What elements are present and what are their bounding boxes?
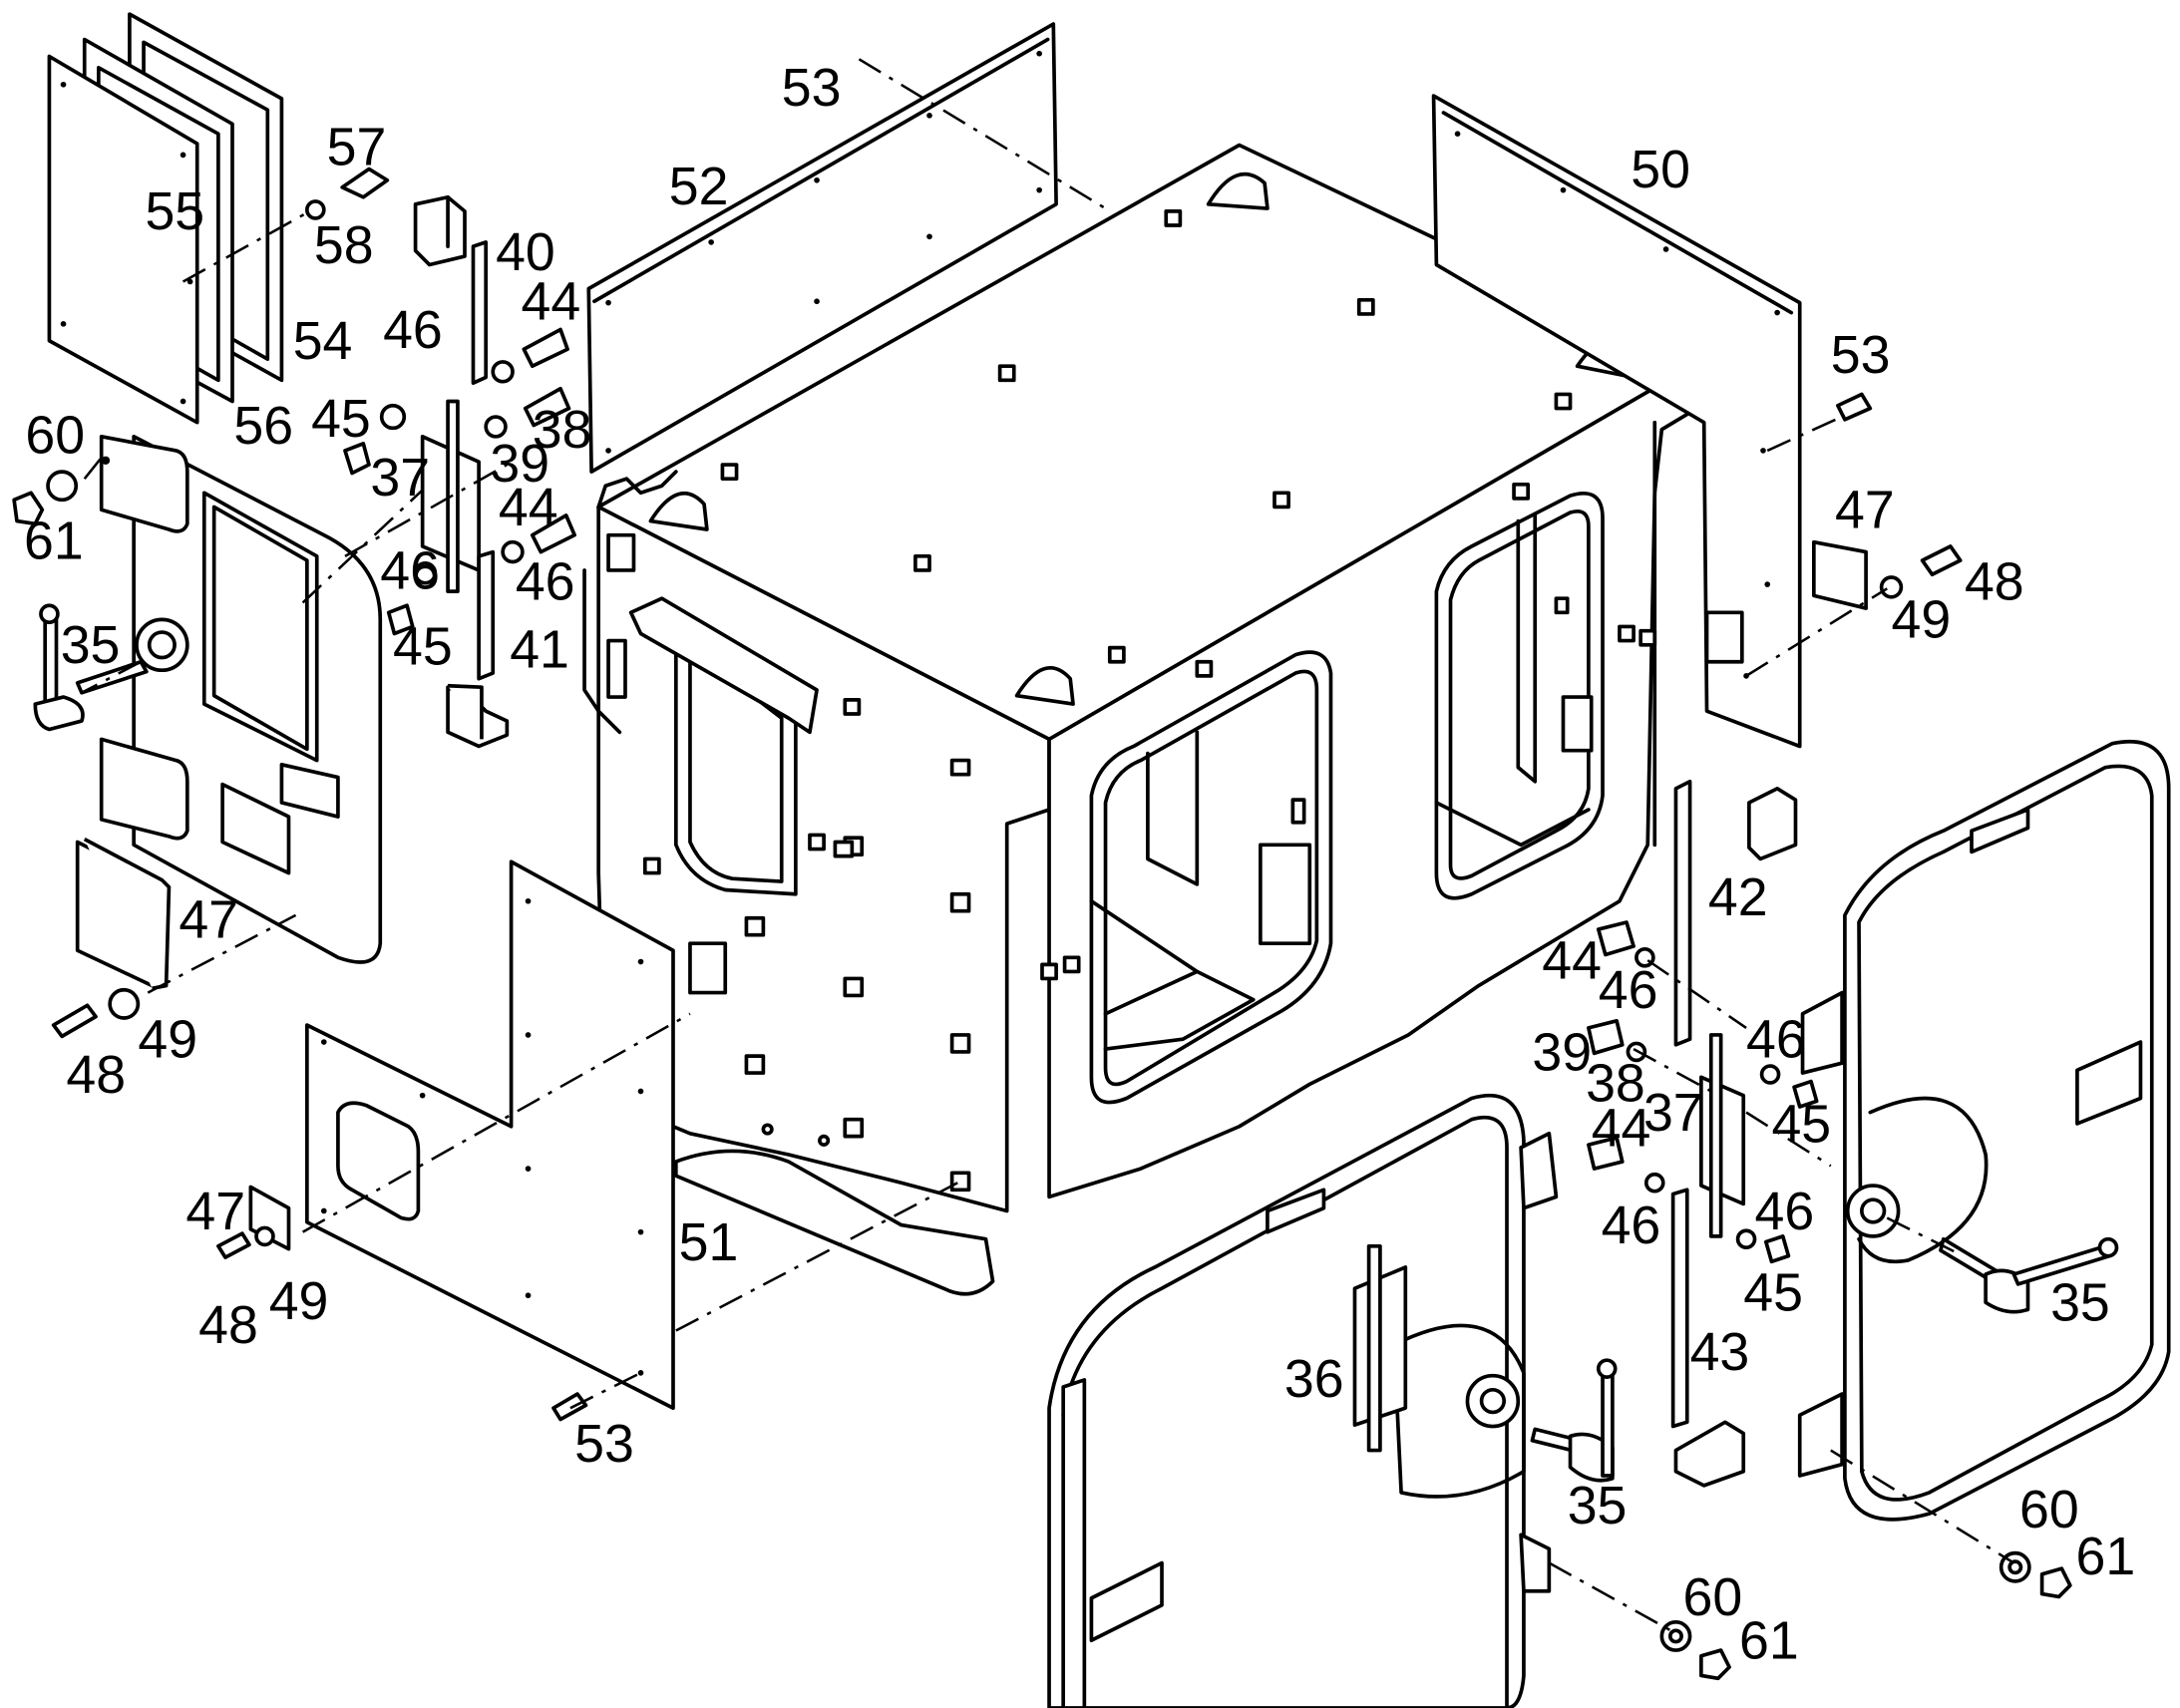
left-door <box>99 434 383 964</box>
part-callout-38: 38 <box>533 400 592 460</box>
part-callout-51: 51 <box>679 1212 739 1272</box>
part-callout-56: 56 <box>233 396 293 456</box>
part-callout-47: 47 <box>179 890 238 950</box>
part-callout-60: 60 <box>2019 1480 2079 1539</box>
part-callout-57: 57 <box>327 117 387 176</box>
part-callout-37: 37 <box>1643 1083 1703 1143</box>
part-callout-49: 49 <box>269 1271 329 1331</box>
part-callout-46: 46 <box>1602 1196 1661 1255</box>
part-callout-42: 42 <box>1708 867 1768 927</box>
window-plate-stack <box>47 12 284 425</box>
part-callout-44: 44 <box>499 478 558 537</box>
part-callout-46: 46 <box>1599 960 1658 1020</box>
part-callout-53: 53 <box>1831 325 1891 385</box>
part-callout-45: 45 <box>1771 1094 1831 1154</box>
panel-50 <box>1431 94 1802 749</box>
part-callout-45: 45 <box>311 389 371 449</box>
panel-51 <box>305 859 728 1411</box>
part-callout-44: 44 <box>521 272 580 332</box>
part-callout-49: 49 <box>1892 590 1952 650</box>
part-callout-61: 61 <box>24 512 84 571</box>
part-callout-46: 46 <box>380 540 440 600</box>
part-callout-44: 44 <box>1592 1099 1651 1159</box>
left-small-parts <box>12 470 588 1422</box>
part-callout-55: 55 <box>145 181 204 241</box>
part-callout-37: 37 <box>370 448 430 508</box>
explode-lines <box>81 58 2015 1635</box>
part-callout-47: 47 <box>1835 481 1895 540</box>
part-callout-61: 61 <box>2076 1527 2136 1586</box>
part-callout-46: 46 <box>383 300 443 360</box>
part-callout-43: 43 <box>1690 1322 1750 1382</box>
front-door <box>1047 1093 1618 1708</box>
part-callout-35: 35 <box>2050 1273 2110 1333</box>
cab-body <box>582 143 1699 1296</box>
part-callout-48: 48 <box>1965 552 2024 612</box>
panel-52 <box>586 22 1058 474</box>
part-callout-60: 60 <box>25 406 85 466</box>
part-callout-58: 58 <box>314 215 374 275</box>
part-callout-49: 49 <box>138 1010 197 1070</box>
part-callout-39: 39 <box>490 434 549 494</box>
part-callout-53: 53 <box>782 58 842 118</box>
part-callout-45: 45 <box>1743 1263 1803 1323</box>
part-callout-41: 41 <box>510 619 569 679</box>
right-door <box>1797 739 2171 1522</box>
part-callout-47: 47 <box>185 1182 245 1241</box>
handle-left <box>33 603 149 732</box>
part-callout-38: 38 <box>1586 1053 1645 1113</box>
part-callout-54: 54 <box>293 311 353 371</box>
part-callout-46: 46 <box>516 552 575 612</box>
part-callout-53: 53 <box>574 1414 634 1474</box>
part-callout-40: 40 <box>496 222 555 282</box>
part-callout-61: 61 <box>1739 1611 1799 1671</box>
part-callout-50: 50 <box>1631 140 1690 199</box>
left-hinge-assembly <box>305 167 576 749</box>
part-callout-44: 44 <box>1542 930 1602 990</box>
part-callout-48: 48 <box>198 1295 258 1355</box>
part-callout-36: 36 <box>1284 1349 1344 1409</box>
part-callout-35: 35 <box>61 615 121 675</box>
part-callout-60: 60 <box>1683 1567 1743 1627</box>
part-callout-35: 35 <box>1568 1476 1628 1536</box>
right-hinge-assembly <box>1587 392 1963 1488</box>
part-callout-46: 46 <box>1746 1010 1806 1070</box>
part-callout-52: 52 <box>669 157 729 216</box>
part-callout-39: 39 <box>1532 1022 1592 1082</box>
part-callout-46: 46 <box>1755 1182 1815 1241</box>
part-callout-48: 48 <box>66 1045 126 1105</box>
part-callout-45: 45 <box>393 617 453 677</box>
